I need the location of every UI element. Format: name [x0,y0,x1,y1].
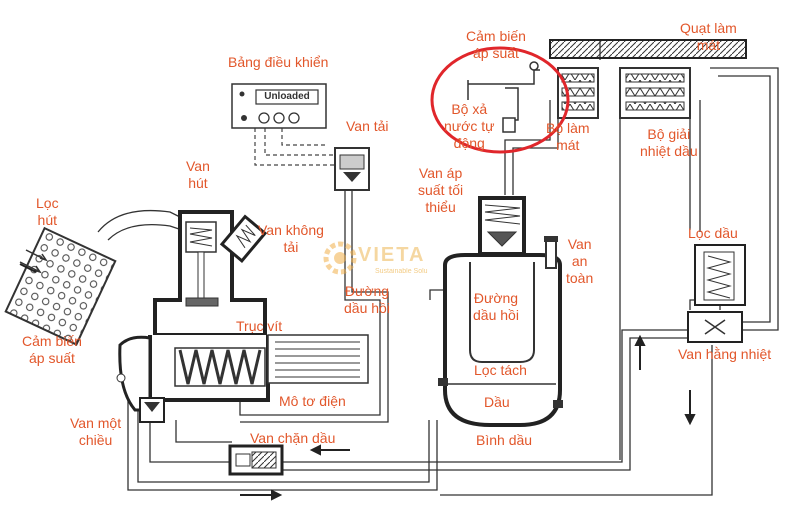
label-pressure-sensor-top: Cảm biến áp suất [466,28,526,61]
label-separator-filter: Lọc tách [474,362,527,378]
label-unload-valve: Van không tải [258,222,324,255]
pressure-gauge-left-icon [116,373,126,383]
load-valve [334,147,370,191]
watermark-logo-icon [323,241,357,275]
label-screw-rotor: Trục vít [236,318,283,334]
oil-stop-valve [228,444,284,476]
watermark-brand: VIETA [358,244,426,266]
control-panel [231,83,327,129]
label-check-valve: Van một chiều [70,415,122,448]
label-pressure-sensor-left: Cảm biến áp suất [22,333,82,366]
label-cooling-fan: Quạt làm mát [680,20,737,53]
label-load-valve: Van tải [346,118,389,134]
thermostatic-valve [687,311,743,343]
compressor-body [116,210,270,423]
panel-knob-1 [258,112,270,124]
panel-display-text: Unloaded [264,91,310,102]
oil-tank [438,253,563,427]
label-safety-valve: Van an toàn [566,236,594,286]
intake-filter [4,226,117,346]
auto-drain [467,61,540,133]
motor [267,334,369,384]
cooler [549,39,747,119]
screw-rotor-graphic [178,349,262,385]
label-auto-drain: Bộ xả nước tự động [444,101,495,151]
label-oil-filter: Lọc dầu [688,225,738,241]
label-intake-valve: Van hút [186,158,210,191]
highlight-circle [430,46,570,154]
label-oil-cooler: Bộ giải nhiệt dầu [640,126,698,159]
panel-knob-2 [273,112,285,124]
watermark-tagline: Sustainable Solu [375,268,428,275]
label-oil-tank: Bình dầu [476,432,533,448]
label-oil: Dầu [484,394,510,410]
panel-indicator-icon [241,115,247,121]
label-control-panel: Bảng điều khiển [228,54,329,70]
label-oil-stop-valve: Van chặn dầu [250,430,336,446]
oil-filter [694,244,746,306]
signal-lines [254,128,339,170]
label-motor: Mô tơ điện [279,393,346,409]
label-return-oil-line-2: Đường dầu hồi [473,290,519,323]
pressure-gauge-top-icon [529,61,539,71]
min-pressure-valve [478,196,526,256]
label-thermostatic-valve: Van hằng nhiệt [678,346,772,362]
label-return-oil-line-1: Đường dầu hồi [344,283,390,316]
flow-arrows [19,263,696,501]
label-intake-filter: Lọc hút [36,195,59,228]
safety-valve [544,236,558,269]
label-cooler: Bộ làm mát [546,120,590,153]
panel-knob-3 [288,112,300,124]
label-min-pressure-valve: Van áp suất tối thiểu [418,165,464,215]
